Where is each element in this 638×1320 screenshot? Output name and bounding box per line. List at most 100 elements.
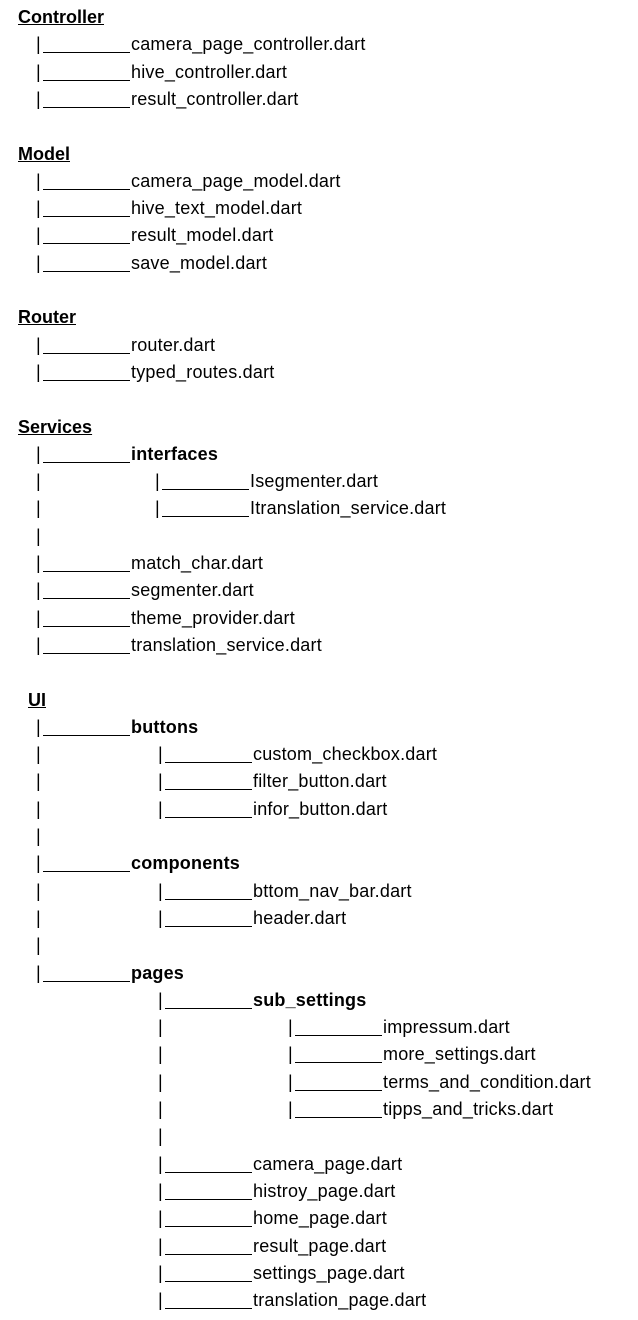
folder-entry-components: | components (0, 851, 638, 875)
file-name: match_char.dart (131, 553, 264, 573)
tree-connector-line (162, 516, 249, 518)
tree-connector-line (43, 216, 130, 218)
file-name: camera_page.dart (253, 1153, 403, 1174)
tree-connector-pipe: | (158, 1044, 163, 1065)
file-entry: | router.dart (0, 333, 638, 357)
tree-connector-line (43, 243, 130, 245)
file-entry: | hive_text_model.dart (0, 196, 638, 220)
tree-connector-line (43, 598, 130, 600)
file-entry: | Itranslation_service.dart (0, 496, 638, 520)
file-entry: |home_page.dart (0, 1206, 638, 1230)
file-entry: | histroy_page.dart (0, 1179, 638, 1203)
section-heading-controller: Controller (18, 7, 105, 27)
tree-connector-line (165, 898, 252, 900)
tree-connector-pipe: | (158, 989, 163, 1010)
tree-connector-pipe: | (36, 826, 41, 846)
file-name: save_model.dart (131, 252, 268, 273)
tree-connector-line (162, 489, 249, 491)
tree-connector-pipe: | (36, 525, 41, 546)
tree-connector-pipe: | (158, 1180, 163, 1201)
file-name: bttom_nav_bar.dart (253, 880, 412, 901)
folder-name: pages (131, 962, 185, 983)
file-name: Isegmenter.dart (250, 471, 379, 492)
tree-connector-pipe: | (158, 1126, 163, 1147)
tree-connector-line (165, 789, 252, 791)
file-entry: |camera_page.dart (0, 1152, 638, 1176)
tree-connector-line (43, 625, 130, 627)
tree-connector-pipe: | (158, 1071, 163, 1092)
file-name: translation_page.dart (253, 1290, 427, 1311)
tree-connector-line (165, 925, 252, 927)
tree-connector-pipe: | (288, 1044, 293, 1065)
tree-connector-pipe: | (36, 198, 41, 219)
tree-connector-pipe: | (36, 170, 41, 191)
tree-connector-pipe: | (288, 1017, 293, 1038)
tree-connector-line (43, 188, 130, 190)
tree-connector-pipe: | (158, 1099, 163, 1119)
file-entry: |match_char.dart (0, 551, 638, 575)
tree-connector-pipe: | (155, 498, 160, 519)
file-entry: |typed_routes.dart (0, 360, 638, 384)
tree-connector-pipe: | (158, 771, 163, 792)
tree-connector-pipe: | (36, 34, 41, 55)
file-entry: |bttom_nav_bar.dart (0, 879, 638, 903)
tree-connector-pipe: | (158, 1017, 163, 1038)
tree-connector-line (165, 816, 252, 818)
tree-connector-line (165, 762, 252, 764)
tree-connector-pipe: | (158, 1208, 163, 1229)
file-entry: | Isegmenter.dart (0, 469, 638, 493)
file-name: histroy_page.dart (253, 1180, 396, 1201)
tree-connector-line (43, 571, 130, 572)
file-name: typed_routes.dart (131, 361, 275, 382)
tree-connector-pipe: | (36, 607, 41, 628)
folder-entry-interfaces: |interfaces (0, 442, 638, 466)
file-name: router.dart (131, 334, 216, 355)
file-entry: |infor_button.dart (0, 797, 638, 821)
tree-connector-line (43, 52, 130, 54)
folder-entry-buttons: |buttons (0, 715, 638, 739)
tree-connector-line (165, 1198, 252, 1200)
section-heading-ui: UI (28, 689, 46, 710)
tree-connector-line (43, 352, 130, 354)
tree-connector-line (295, 1117, 382, 1118)
file-name: impressum.dart (383, 1017, 510, 1038)
tree-connector-line (43, 652, 130, 654)
tree-connector-pipe: | (36, 88, 41, 109)
tree-connector-pipe: | (36, 907, 41, 928)
file-entry: |settings_page.dart (0, 1261, 638, 1285)
file-name: result_controller.dart (131, 88, 299, 109)
tree-connector-pipe: | (36, 580, 41, 601)
tree-connector-pipe: | (158, 744, 163, 765)
folder-entry-sub-settings: |sub_settings (0, 988, 638, 1012)
folder-name: interfaces (131, 443, 219, 464)
tree-connector-pipe: | (36, 498, 41, 519)
file-name: segmenter.dart (131, 580, 254, 601)
tree-connector-line (43, 379, 130, 381)
folder-entry-pages: |pages (0, 961, 638, 985)
tree-connector-line (43, 106, 130, 108)
tree-connector-pipe: | (36, 853, 41, 874)
file-entry: |tipps_and_tricks.dart (0, 1097, 638, 1121)
tree-connector-pipe: | (36, 334, 41, 355)
folder-name: buttons (131, 716, 199, 737)
folder-name: components (131, 853, 241, 874)
file-name: terms_and_condition.dart (383, 1071, 591, 1092)
tree-connector-pipe: | (158, 907, 163, 928)
file-name: Itranslation_service.dart (250, 498, 447, 519)
file-entry: | segmenter.dart (0, 578, 638, 602)
tree-connector-pipe: | (158, 1290, 163, 1311)
tree-connector-pipe: | (36, 471, 41, 492)
section-heading-router: Router (18, 307, 76, 328)
tree-connector-line (165, 1253, 252, 1255)
file-entry: | translation_page.dart (0, 1288, 638, 1312)
file-name: translation_service.dart (131, 634, 322, 655)
file-name: hive_text_model.dart (131, 198, 303, 219)
file-entry: |result_page.dart (0, 1234, 638, 1258)
file-entry: |translation_service.dart (0, 633, 638, 657)
file-entry: | result_controller.dart (0, 87, 638, 111)
file-entry: |save_model.dart (0, 251, 638, 275)
file-entry: |header.dart (0, 906, 638, 930)
file-name: camera_page_controller.dart (131, 34, 366, 55)
tree-connector-line (295, 1062, 382, 1064)
file-name: infor_button.dart (253, 798, 388, 819)
